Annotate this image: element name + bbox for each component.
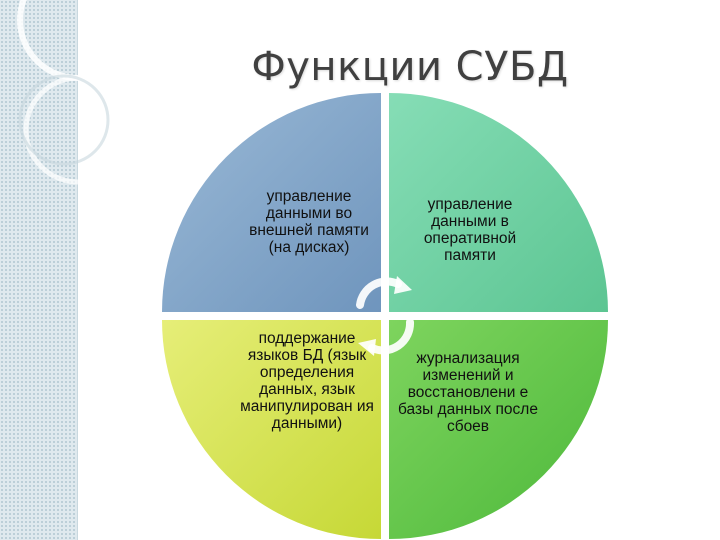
slide-title: Функции СУБД xyxy=(251,44,569,90)
quadrant-label-db-languages: поддержание языков БД (язык определения … xyxy=(240,330,374,432)
quadrant-operative-memory xyxy=(389,93,608,312)
quadrant-external-memory xyxy=(162,93,381,312)
circular-arrows-icon xyxy=(356,276,415,356)
quadrant-label-operative-memory: управление данными в оперативной памяти xyxy=(423,196,517,264)
decorative-arcs xyxy=(17,0,120,185)
decorative-side-strip xyxy=(0,0,78,540)
quadrant-db-languages xyxy=(162,320,381,539)
quadrant-label-journaling: журнализация изменений и восстановлени е… xyxy=(398,350,538,435)
quadrant-label-external-memory: управление данными во внешней памяти (на… xyxy=(249,188,369,256)
quadrant-journaling xyxy=(389,320,608,539)
